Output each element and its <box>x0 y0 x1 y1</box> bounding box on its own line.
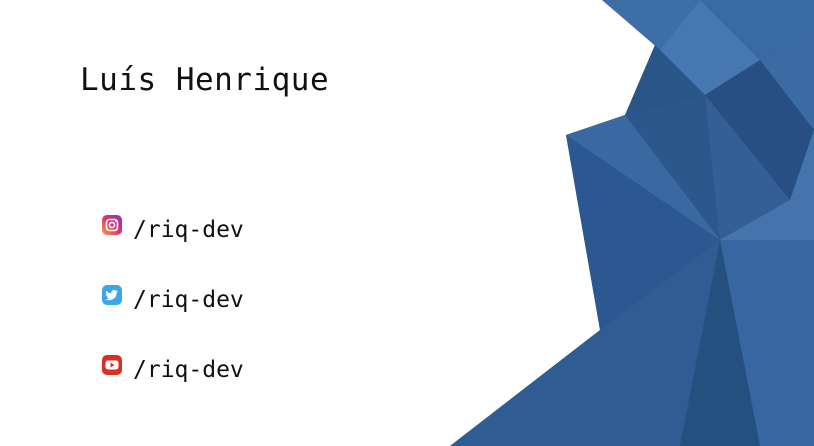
page-title: Luís Henrique <box>80 62 330 98</box>
social-item-instagram[interactable]: /riq-dev <box>100 210 244 250</box>
social-item-youtube[interactable]: /riq-dev <box>100 350 244 390</box>
social-handle: /riq-dev <box>133 287 244 313</box>
social-handle: /riq-dev <box>133 357 244 383</box>
twitter-icon <box>100 283 124 307</box>
youtube-icon <box>100 353 124 377</box>
instagram-icon <box>100 213 124 237</box>
social-list: /riq-dev /riq-dev /riq-dev <box>100 210 244 420</box>
social-item-twitter[interactable]: /riq-dev <box>100 280 244 320</box>
social-handle: /riq-dev <box>133 217 244 243</box>
